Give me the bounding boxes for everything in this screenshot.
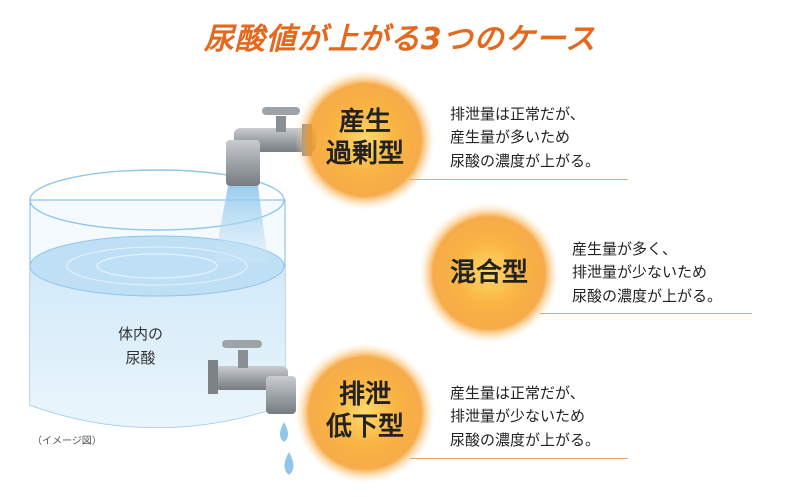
case-description-2: 産生量が多く、 排泄量が少ないため 尿酸の濃度が上がる。 — [572, 238, 722, 308]
case-glow-2 — [419, 203, 559, 343]
case-name-1: 産生 過剰型 — [315, 107, 415, 170]
description-line: 産生量は正常だが、 — [450, 384, 585, 402]
description-line: 産生量が多いため — [450, 128, 571, 147]
image-note: （イメージ図） — [32, 436, 102, 447]
divider-line — [410, 458, 628, 459]
description-line: 尿酸の濃度が上がる。 — [572, 286, 723, 305]
case-description-3: 産生量は正常だが、 排泄量が少ないため 尿酸の濃度が上がる。 — [450, 382, 600, 452]
tank-label: 体内の 尿酸 — [118, 322, 163, 370]
case-name-line: 過剰型 — [325, 138, 404, 169]
description-line: 尿酸の濃度が上がる。 — [450, 430, 601, 449]
description-line: 排泄量が少ないため — [572, 263, 708, 282]
description-line: 排泄量が少ないため — [450, 407, 586, 426]
tank-label-line: 体内の — [118, 325, 164, 343]
case-name-2: 混合型 — [439, 258, 539, 290]
water-drop-icon — [284, 452, 294, 475]
tank-label-line: 尿酸 — [125, 349, 156, 367]
case-glow-1 — [295, 70, 435, 210]
description-line: 排泄量は正常だが、 — [450, 105, 585, 123]
case-glow-3 — [295, 343, 435, 483]
divider-line — [410, 179, 628, 180]
case-name-line: 産生 — [338, 107, 391, 137]
description-line: 産生量が多く、 — [572, 240, 678, 258]
case-name-line: 低下型 — [325, 411, 404, 442]
case-name-line: 排泄 — [338, 380, 391, 410]
divider-line — [540, 313, 752, 314]
faucet-icon — [208, 340, 296, 414]
case-description-1: 排泄量は正常だが、 産生量が多いため 尿酸の濃度が上がる。 — [450, 103, 600, 173]
case-name-3: 排泄 低下型 — [315, 380, 415, 443]
water-stream — [214, 186, 268, 262]
page-title: 尿酸値が上がる3つのケース — [203, 22, 597, 57]
case-name-line: 混合型 — [449, 258, 528, 288]
water-drop-icon — [280, 422, 288, 442]
description-line: 尿酸の濃度が上がる。 — [450, 151, 601, 170]
